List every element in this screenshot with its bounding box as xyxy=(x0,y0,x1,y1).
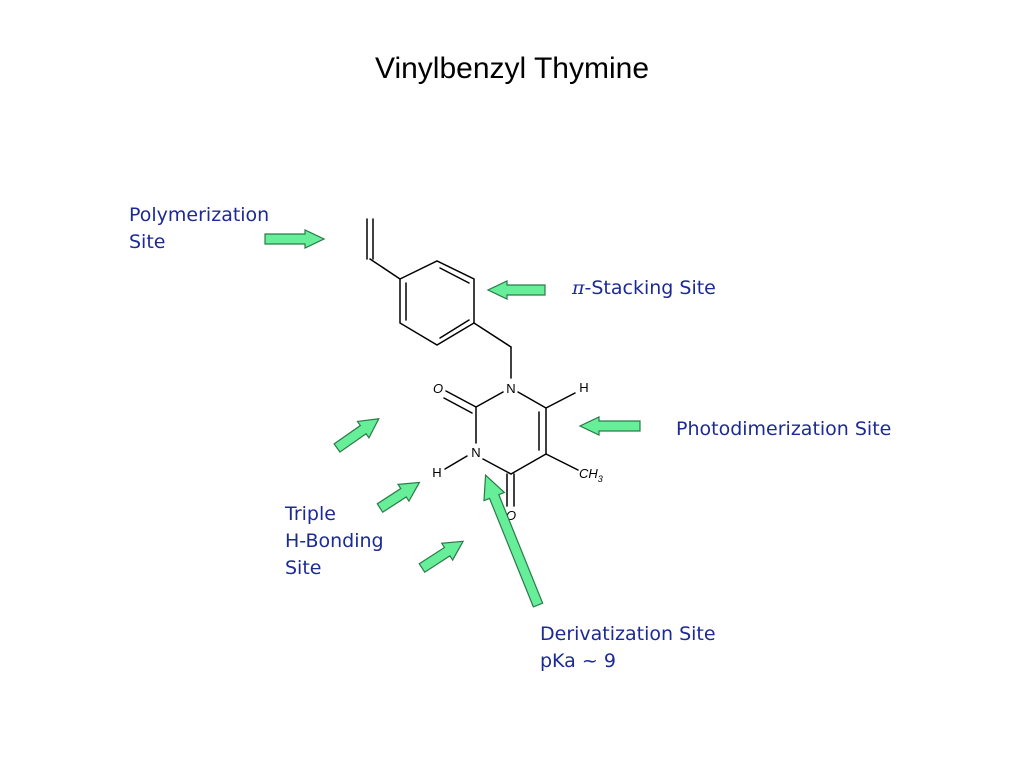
vinyl-ring-bond xyxy=(369,258,401,280)
atom-h6: H xyxy=(579,380,588,395)
hbonding-arrow-bottom xyxy=(418,540,465,574)
methyl-label: CH3 xyxy=(579,466,603,484)
molecule-structure xyxy=(366,218,579,507)
n1-c2-bond xyxy=(475,391,504,408)
hbonding-site-label: Triple H-Bonding Site xyxy=(285,503,384,579)
benzene-inner-bond-1 xyxy=(439,267,470,284)
atom-n3: N xyxy=(471,445,480,460)
derivatization-site-label: Derivatization Site pKa ~ 9 xyxy=(540,623,716,672)
atom-h3: H xyxy=(432,465,441,480)
polymerization-arrow xyxy=(264,229,326,249)
polymerization-site-label: Polymerization Site xyxy=(129,204,270,253)
c2-o2-bond xyxy=(445,390,477,408)
c6-h-bond xyxy=(545,392,576,409)
c2-o2-double-bond xyxy=(443,397,473,414)
arrows xyxy=(264,229,641,608)
hbonding-arrow-middle xyxy=(376,481,421,514)
pi-stacking-site-label: π-Stacking Site xyxy=(572,277,716,299)
n1-c6-bond xyxy=(517,391,547,409)
hbonding-arrow-top xyxy=(333,418,380,453)
derivatization-arrow xyxy=(483,473,544,608)
benzene-ring xyxy=(399,260,475,346)
slide-title: Vinylbenzyl Thymine xyxy=(374,52,650,85)
atom-o2: O xyxy=(433,381,443,396)
c5-methyl-bond xyxy=(545,453,579,471)
atom-o4: O xyxy=(506,508,516,523)
n3-c4-bond xyxy=(482,458,512,475)
photodimerization-arrow xyxy=(578,416,641,436)
atom-labels: N N O O H H CH3 xyxy=(432,380,602,523)
pi-stacking-arrow xyxy=(486,280,546,300)
n3-h-bond xyxy=(444,455,468,470)
benzyl-bond-1 xyxy=(473,322,512,348)
c4-c5-bond xyxy=(510,453,547,475)
atom-n1: N xyxy=(506,381,515,396)
benzene-inner-bond-2 xyxy=(439,319,470,339)
photodimerization-site-label: Photodimerization Site xyxy=(676,418,892,440)
